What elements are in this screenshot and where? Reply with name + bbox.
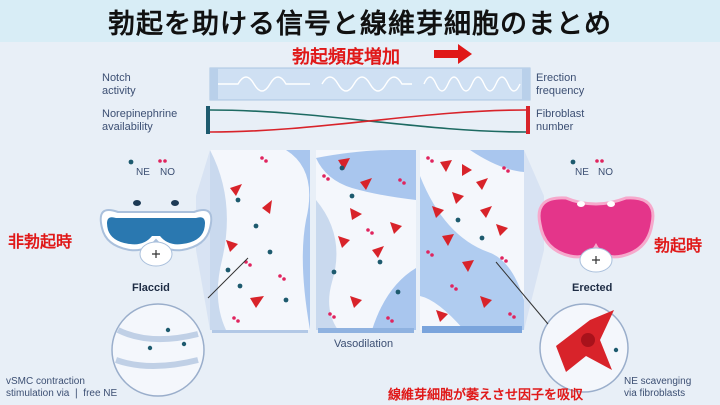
notch-activity-strip: [209, 67, 531, 101]
erected-cross-section-icon: [537, 196, 655, 273]
legend-ne-label-right: NE: [575, 167, 589, 178]
right-funnel: [524, 150, 544, 330]
flaccid-jp-label: 非勃起時: [8, 232, 73, 251]
ne-scavenging-zoom-circle: [495, 261, 629, 393]
tissue-panel-3: [420, 150, 524, 330]
vasodilation-label: Vasodilation: [334, 338, 394, 350]
page-title: 勃起を助ける信号と線維芽細胞のまとめ: [108, 9, 612, 40]
tissue-panel-2: [316, 150, 416, 330]
flaccid-cross-section-icon: [99, 200, 213, 267]
legend-no-icon: [158, 159, 604, 163]
fibroblast-absorption-jp-label: 線維芽細胞が萎えさせ因子を吸収: [388, 388, 584, 403]
frequency-increase-label: 勃起頻度増加: [292, 47, 400, 68]
erected-jp-label: 勃起時: [654, 236, 703, 255]
erected-label: Erected: [572, 282, 613, 294]
vsmc-zoom-circle: [111, 257, 249, 397]
ne-dots: [225, 165, 485, 303]
tissue-panel-1: [210, 150, 310, 330]
legend-no-label: NO: [160, 167, 175, 178]
frequency-arrow-icon: [434, 44, 472, 64]
fibroblast-markers: [226, 158, 508, 322]
ne-fibroblast-crossover: [206, 106, 530, 134]
legend-ne-label: NE: [136, 167, 150, 178]
legend-no-label-right: NO: [598, 167, 613, 178]
no-dots: [232, 156, 516, 323]
legend-ne-icon: [128, 159, 576, 165]
title-banner: [0, 0, 720, 42]
vasodilation-bar: [212, 326, 522, 333]
flaccid-label: Flaccid: [132, 282, 170, 294]
